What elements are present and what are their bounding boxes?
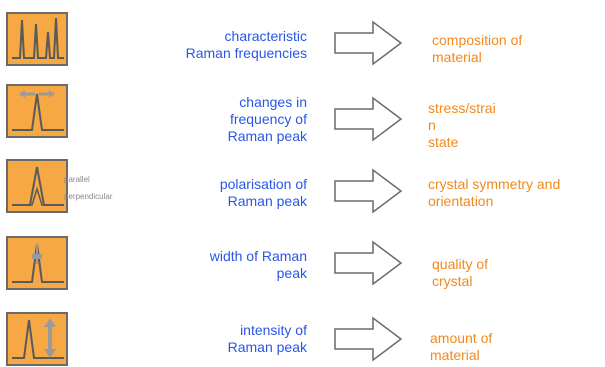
result-label-3: crystal symmetry and orientation (428, 176, 561, 209)
parallel-label: parallel (64, 175, 90, 184)
property-label-2: changes in frequency of Raman peak (227, 94, 307, 144)
arrow-icon-4 (334, 240, 403, 286)
property-label-1: characteristic Raman frequencies (185, 28, 307, 61)
arrow-icon-1 (334, 20, 403, 66)
result-label-5: amount of material (430, 330, 493, 363)
property-label-4: width of Raman peak (209, 248, 307, 281)
result-label-2: stress/strai n state (428, 100, 496, 150)
peak-width-icon (6, 236, 68, 290)
perpendicular-label: perpendicular (64, 192, 113, 201)
result-label-4: quality of crystal (432, 256, 489, 289)
property-label-5: intensity of Raman peak (227, 322, 307, 355)
result-label-1: composition of material (432, 32, 523, 65)
arrow-icon-5 (334, 316, 403, 362)
property-label-3: polarisation of Raman peak (219, 176, 307, 209)
arrow-icon-3 (334, 168, 403, 214)
polarisation-peak-icon: parallel perpendicular (6, 159, 112, 213)
peak-shift-icon (6, 84, 68, 138)
arrow-icon-2 (334, 96, 403, 142)
peak-intensity-icon (6, 312, 68, 366)
multiple-peaks-icon (6, 12, 68, 66)
